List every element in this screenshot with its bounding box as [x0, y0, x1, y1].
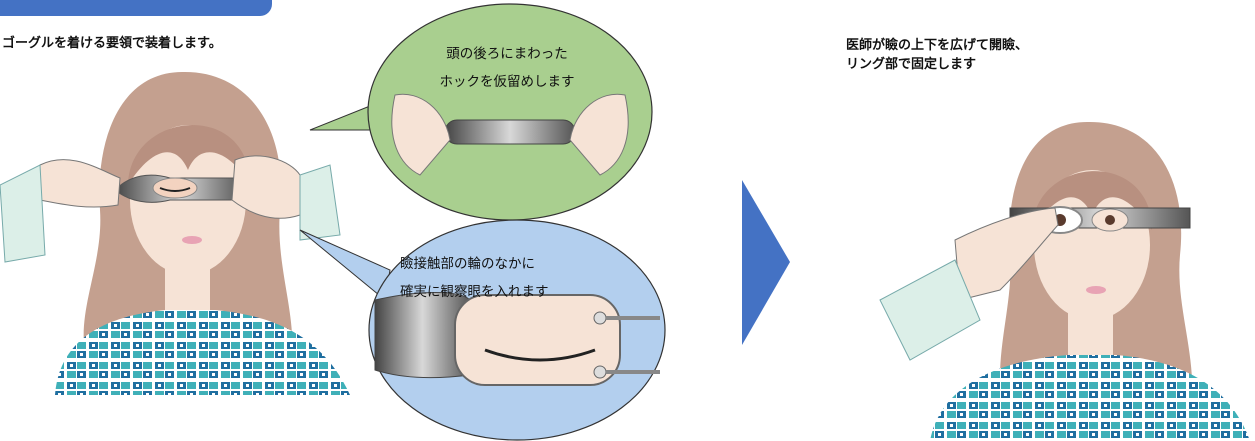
step-caption-right: 医師が瞼の上下を広げて開瞼、 リング部で固定します [846, 36, 1028, 74]
left-woman-illustration [0, 71, 350, 395]
bubble-bottom-line2: 確実に観察眼を入れます [400, 284, 549, 300]
doctor-sleeve [879, 259, 981, 361]
hook-hand-right [569, 93, 629, 176]
right-lips [1086, 286, 1106, 294]
hook-hand-left [391, 93, 451, 176]
right-other-pupil [1105, 215, 1115, 225]
left-goggle-eye [152, 177, 198, 199]
hook-buckle [444, 119, 576, 145]
ring-pin-top [593, 311, 607, 325]
left-closed-eye [159, 187, 191, 192]
bubble-bottom [299, 219, 666, 441]
next-step-arrow [742, 180, 790, 345]
bubble-top-line2: ホックを仮留めします [439, 74, 575, 90]
bubble-top-line1: 頭の後ろにまわった [446, 46, 568, 62]
left-sleeve-1 [0, 164, 46, 263]
left-bangs [128, 124, 250, 185]
bubble-bottom-tail [299, 229, 391, 301]
step-caption-right-line2: リング部で固定します [846, 57, 977, 72]
left-hand-1 [39, 159, 121, 208]
bubble-top-text: 頭の後ろにまわった ホックを仮留めします [432, 40, 582, 96]
right-woman-illustration [879, 121, 1250, 441]
right-bangs [1032, 171, 1152, 230]
doctor-hand [954, 207, 1059, 301]
left-lips [182, 236, 202, 244]
step-caption-left: ゴーグルを着ける要領で装着します。 [2, 36, 222, 51]
bubble-bottom-line1: 瞼接触部の輪のなかに [400, 256, 535, 272]
left-sweater [55, 310, 350, 395]
eye-closed-lash [484, 348, 596, 362]
left-sleeve-2 [299, 164, 341, 241]
bubble-bottom-text: 瞼接触部の輪のなかに 確実に観察眼を入れます [400, 250, 630, 306]
ring-pin-bottom [593, 365, 607, 379]
right-sweater [930, 355, 1250, 441]
eye-ring [454, 294, 621, 386]
step-caption-right-line1: 医師が瞼の上下を広げて開瞼、 [846, 38, 1029, 53]
header-tab [0, 0, 272, 16]
bubble-top [309, 3, 653, 221]
